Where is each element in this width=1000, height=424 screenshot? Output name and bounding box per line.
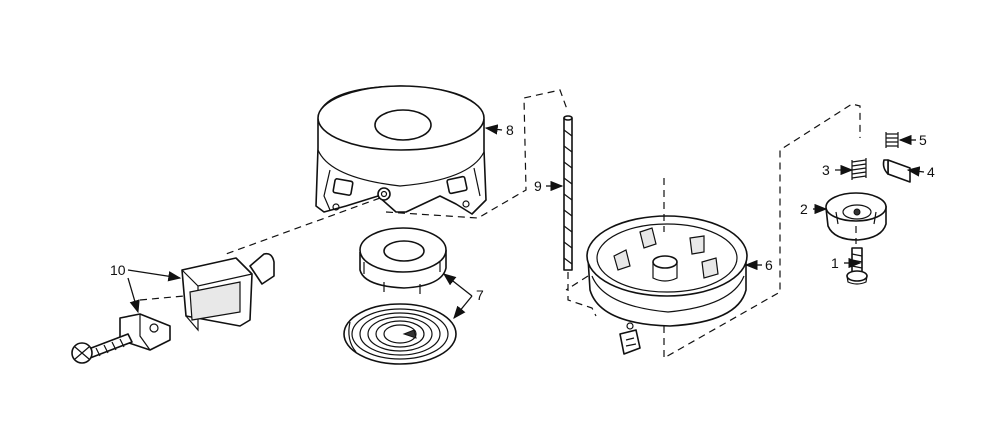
handle-bracket bbox=[119, 313, 171, 351]
spring-retainer bbox=[359, 227, 447, 294]
callout-8: 8 bbox=[506, 122, 514, 138]
pulley-screw bbox=[619, 322, 641, 355]
recoil-spring bbox=[343, 303, 457, 365]
rope-pulley bbox=[586, 178, 748, 327]
callout-5: 5 bbox=[919, 132, 927, 148]
callout-leaders bbox=[127, 124, 925, 320]
center-bolt bbox=[846, 247, 868, 285]
callout-labels: 1 2 3 4 5 6 7 8 9 10 bbox=[110, 122, 935, 303]
pawl bbox=[882, 159, 911, 183]
bracket-screw bbox=[71, 333, 133, 364]
callout-7: 7 bbox=[476, 287, 484, 303]
callout-3: 3 bbox=[822, 162, 830, 178]
callout-6: 6 bbox=[765, 257, 773, 273]
starter-handle bbox=[181, 252, 275, 332]
ratchet-cup bbox=[825, 192, 887, 241]
small-spring bbox=[851, 158, 867, 180]
assembly-dashed-lines bbox=[139, 89, 861, 360]
callout-9: 9 bbox=[534, 178, 542, 194]
starter-housing bbox=[315, 85, 487, 215]
starter-rope bbox=[563, 115, 573, 271]
callout-4: 4 bbox=[927, 164, 935, 180]
callout-2: 2 bbox=[800, 201, 808, 217]
callout-10: 10 bbox=[110, 262, 126, 278]
pawl-spring bbox=[885, 132, 899, 148]
callout-1: 1 bbox=[831, 255, 839, 271]
